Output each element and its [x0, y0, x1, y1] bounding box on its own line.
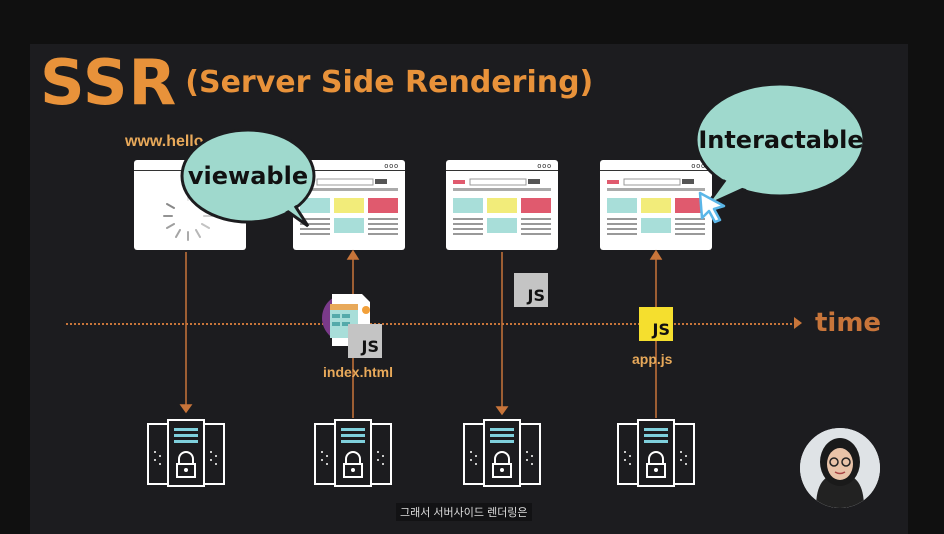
- presenter-icon: [800, 428, 880, 508]
- page-content-mockup: [607, 178, 705, 235]
- lock-icon: [492, 451, 512, 478]
- title-subtitle: (Server Side Rendering): [185, 65, 594, 100]
- browser-window-rendered-3: ooo: [600, 160, 712, 250]
- server-icon: [463, 419, 541, 487]
- bubble-tail-interactable: [694, 82, 866, 210]
- subtitle-caption: 그래서 서버사이드 렌더링은: [396, 503, 532, 521]
- window-controls-icon: ooo: [691, 163, 706, 170]
- window-controls-icon: ooo: [537, 163, 552, 170]
- slide-title: SSR(Server Side Rendering): [40, 46, 593, 119]
- window-bar: [446, 170, 558, 171]
- window-bar: [600, 170, 712, 171]
- server-icon: [617, 419, 695, 487]
- cursor-icon: [698, 191, 726, 224]
- html-document-icon: [322, 294, 370, 346]
- server-icon: [314, 419, 392, 487]
- index-html-label: index.html: [323, 364, 394, 380]
- url-label: www.hello: [125, 133, 204, 150]
- title-ssr: SSR: [40, 46, 178, 119]
- js-file-icon-2: JS: [514, 273, 548, 307]
- lock-icon: [176, 451, 196, 478]
- js-file-icon-3: JS: [639, 307, 673, 341]
- bubble-tail-viewable: [180, 128, 316, 228]
- presenter-avatar: [800, 428, 880, 508]
- js-file-icon-1: JS: [348, 324, 382, 358]
- speech-bubble-interactable: Interactable: [698, 126, 864, 154]
- server-icon: [147, 419, 225, 487]
- page-content-mockup: [453, 178, 551, 235]
- lock-icon: [343, 451, 363, 478]
- window-bar: [293, 170, 405, 171]
- browser-window-rendered-2: ooo: [446, 160, 558, 250]
- timeline-label: time: [815, 308, 882, 338]
- timeline-line: [66, 323, 796, 325]
- speech-bubble-viewable: viewable: [187, 162, 309, 190]
- timeline-arrow-icon: [794, 317, 802, 329]
- window-controls-icon: ooo: [384, 163, 399, 170]
- lock-icon: [646, 451, 666, 478]
- app-js-label: app.js: [632, 351, 673, 367]
